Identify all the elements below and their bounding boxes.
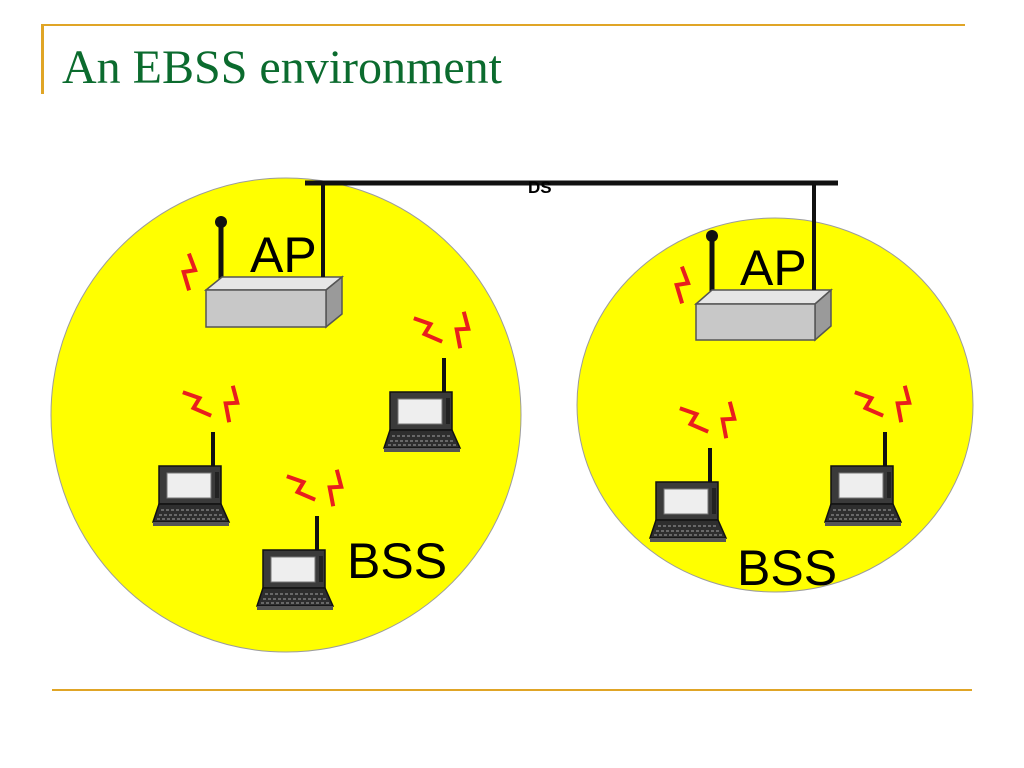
bottom-rule [52, 689, 972, 691]
top-rule [41, 24, 965, 26]
distribution-system: DS [305, 178, 838, 290]
ap-label-left: AP [250, 227, 317, 283]
slide-title: An EBSS environment [62, 41, 502, 94]
bss-label-left: BSS [347, 533, 447, 589]
ds-label: DS [528, 178, 552, 197]
bss-label-right: BSS [737, 540, 837, 596]
ap-label-right: AP [740, 240, 807, 296]
bss-right: AP BSS [576, 217, 974, 596]
access-point-left [174, 216, 345, 329]
access-point-right [667, 230, 833, 342]
bss-left-coverage [50, 177, 522, 653]
title-accent-bar [41, 26, 44, 94]
bss-left: AP BSS [50, 177, 522, 653]
